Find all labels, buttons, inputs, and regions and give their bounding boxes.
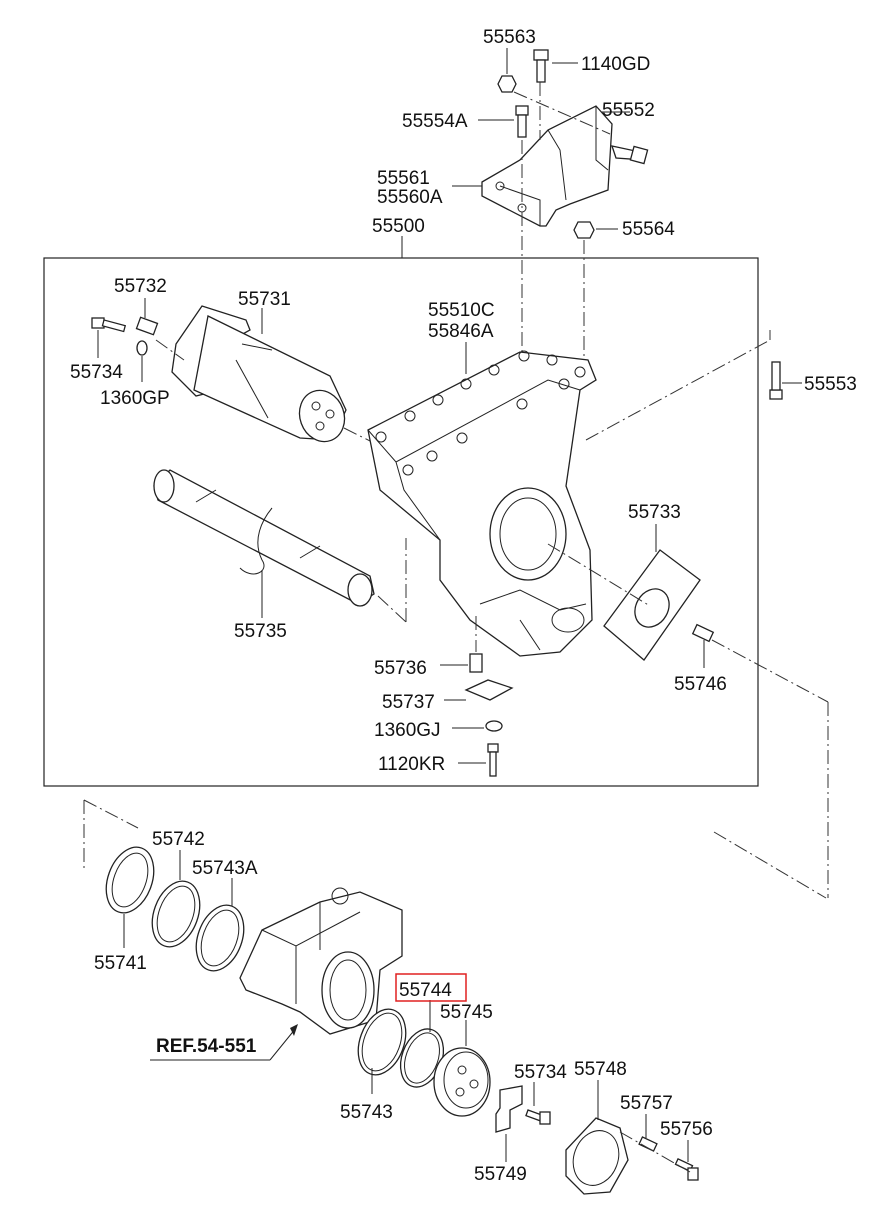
- label-1140gd: 1140GD: [581, 54, 650, 75]
- label-55510c: 55510C: [428, 300, 495, 321]
- label-55564: 55564: [622, 219, 675, 240]
- bolt-1140gd-shank: [536, 59, 546, 83]
- bolt-55553-head: [769, 389, 783, 400]
- label-55744: 55744: [399, 980, 452, 1001]
- label-1360gp: 1360GP: [100, 388, 170, 409]
- cover-55748: [565, 1117, 629, 1195]
- upper-bracket-group: [452, 48, 649, 410]
- assembly-frame: [43, 257, 759, 787]
- shaft-55735: [153, 469, 375, 605]
- lower-housing-bore: [321, 951, 375, 1029]
- label-55560a: 55560A: [377, 187, 443, 208]
- ring-55742: [151, 880, 201, 948]
- label-55734-lower: 55734: [514, 1062, 567, 1083]
- pin-55746: [691, 623, 715, 643]
- highlight-box-55744: [395, 973, 467, 1002]
- label-55846a: 55846A: [428, 321, 494, 342]
- bolt-55734-shank: [101, 319, 127, 333]
- bolt-55734-head: [91, 317, 105, 329]
- label-55743a: 55743A: [192, 858, 258, 879]
- label-1120kr: 1120KR: [378, 754, 445, 775]
- housing-bore: [489, 487, 567, 581]
- bolt-55554a-shank: [517, 114, 527, 138]
- label-55745: 55745: [440, 1002, 493, 1023]
- bolt-1140gd-head: [533, 49, 549, 61]
- label-55736: 55736: [374, 658, 427, 679]
- bracket-55749: [495, 1085, 523, 1133]
- label-ref-54-551: REF.54-551: [156, 1036, 257, 1057]
- ring-55741: [105, 846, 155, 914]
- label-55554a: 55554A: [402, 111, 468, 132]
- label-55552: 55552: [602, 100, 655, 121]
- label-55742: 55742: [152, 829, 205, 850]
- label-55563: 55563: [483, 27, 536, 48]
- cylinder-group-55731: [91, 298, 381, 447]
- label-55756: 55756: [660, 1119, 713, 1140]
- label-55748: 55748: [574, 1059, 627, 1080]
- bolt-55554a-head: [515, 105, 529, 116]
- nut-55563: [497, 75, 517, 93]
- label-55732: 55732: [114, 276, 167, 297]
- label-55746: 55746: [674, 674, 727, 695]
- label-55553: 55553: [804, 374, 857, 395]
- label-55749: 55749: [474, 1164, 527, 1185]
- bracket-55737: [464, 679, 514, 701]
- bolt-55756-head: [687, 1167, 699, 1181]
- shaft-group-55735: [153, 469, 407, 623]
- nut-55564: [573, 221, 595, 239]
- label-55757: 55757: [620, 1093, 673, 1114]
- bolt-55553-shank: [771, 361, 781, 391]
- housing-body: [367, 351, 597, 657]
- pin-55736: [469, 653, 483, 673]
- bolt-1120kr-head: [487, 743, 499, 753]
- housing-55510c: [367, 330, 771, 657]
- label-55741: 55741: [94, 953, 147, 974]
- pin-55732: [135, 316, 159, 336]
- label-55561: 55561: [377, 168, 430, 189]
- label-55734-upper: 55734: [70, 362, 123, 383]
- disc-55745: [433, 1047, 491, 1117]
- label-1360gj: 1360GJ: [374, 720, 441, 741]
- label-55733: 55733: [628, 502, 681, 523]
- washer-1360gp: [136, 340, 148, 356]
- bolt-55734-lower-head: [539, 1111, 551, 1125]
- pin-55757: [638, 1136, 658, 1152]
- ring-55743a: [195, 904, 245, 972]
- washer-1360gj: [485, 720, 503, 732]
- bracket-55561: [481, 105, 613, 227]
- bolt-1120kr-shank: [489, 751, 497, 777]
- label-55500: 55500: [372, 216, 425, 237]
- label-55731: 55731: [238, 289, 291, 310]
- label-55735: 55735: [234, 621, 287, 642]
- label-55737: 55737: [382, 692, 435, 713]
- label-55743: 55743: [340, 1102, 393, 1123]
